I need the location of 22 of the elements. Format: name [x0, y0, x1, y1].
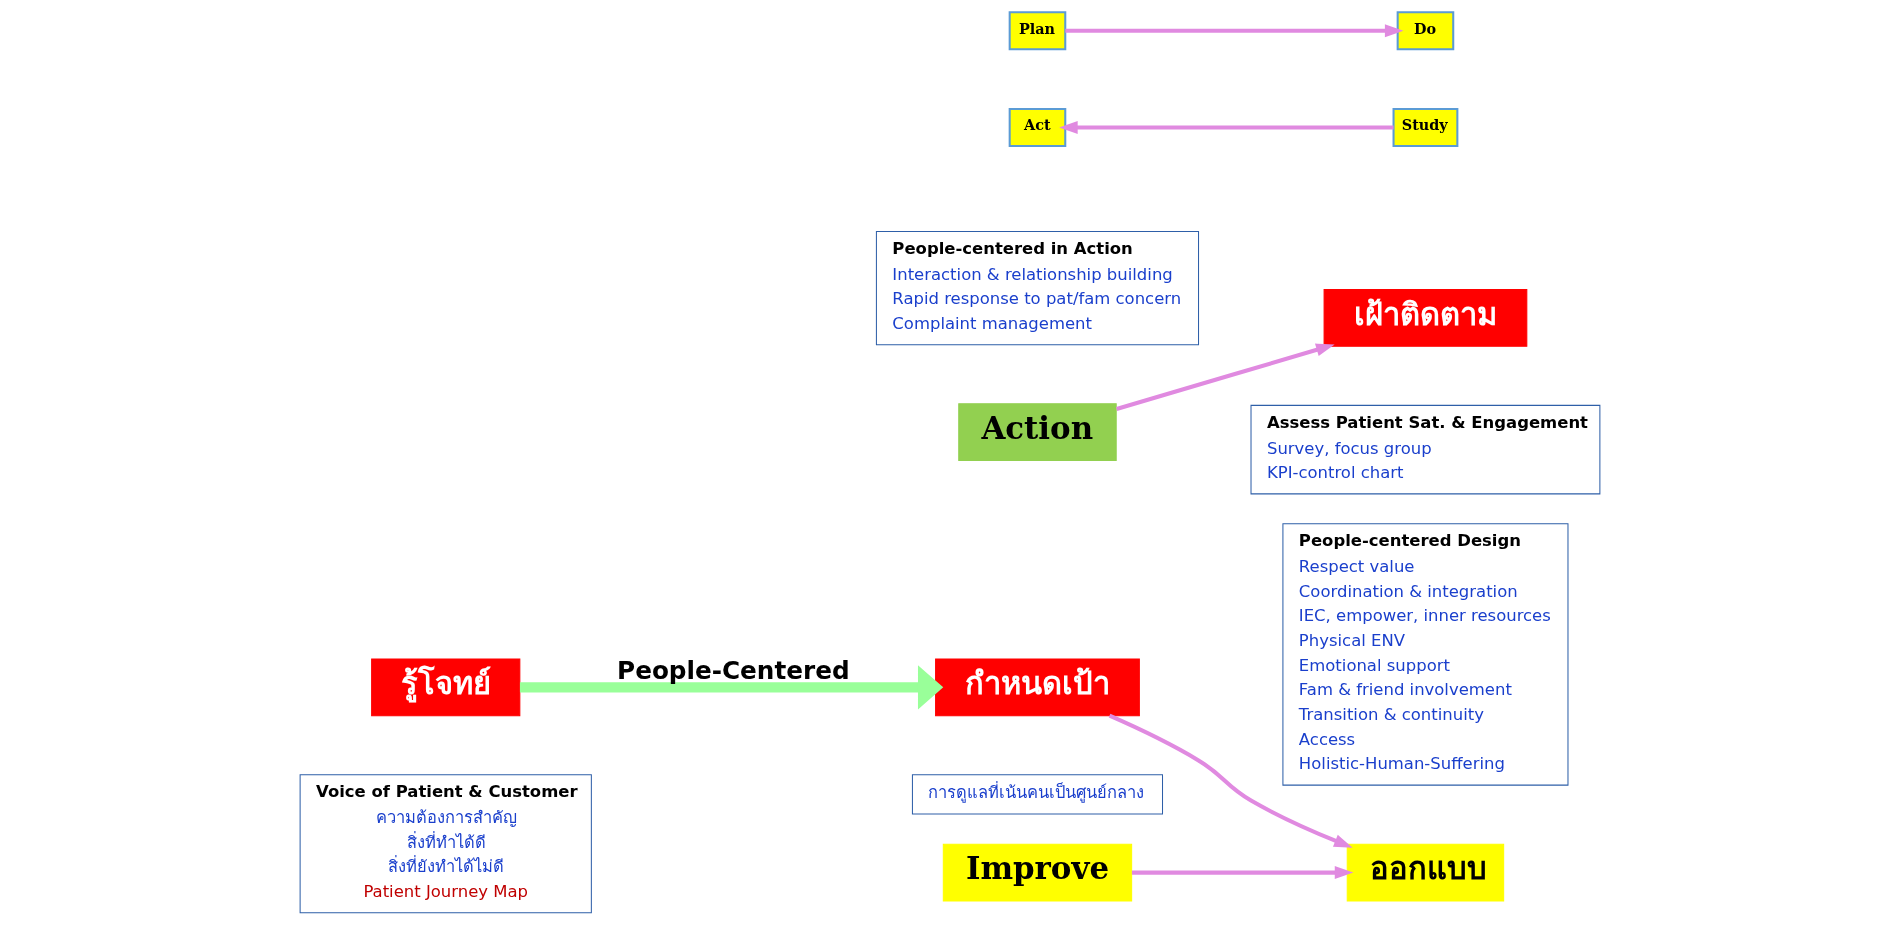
node-box: กำหนดเป้า — [935, 658, 1140, 717]
arrow — [1108, 713, 1353, 848]
node-box: People-centered in Action Interaction & relationship building Rapid response to pat/fam concern Complaint management — [875, 230, 1200, 346]
arrow — [519, 665, 944, 710]
node-box: Plan — [1008, 11, 1067, 51]
edge-label: People-Centered — [617, 656, 850, 686]
node-box: People-centered Design Respect value Coordination & integration IEC, empower, inner resources Physical ENV Emotional support Fam & friend involvement Transition & continuity Access Holistic-Human-Suffering — [1282, 523, 1569, 786]
node-box: Study — [1392, 107, 1459, 148]
node-box: เฝ้าติดตาม — [1323, 289, 1528, 347]
arrow — [1065, 24, 1404, 38]
arrow — [1059, 121, 1394, 135]
node-box: ออกแบบ — [1346, 843, 1505, 902]
arrow — [1131, 866, 1354, 880]
node-box: การดูแลที่เน้นคนเป็นศูนย์กลาง — [911, 774, 1164, 815]
node-box: Assess Patient Sat. & Engagement Survey, focus group KPI-control chart — [1250, 404, 1601, 495]
node-box: Action — [958, 403, 1117, 461]
node-box: รู้โจทย์ — [371, 658, 521, 717]
arrow — [1116, 343, 1335, 411]
node-box: Improve — [942, 843, 1133, 902]
node-box: Voice of Patient & Customer ความต้องการสำคัญ สิ่งที่ทำได้ดี สิ่งที่ยังทำได้ไม่ดี Patient Journey Map — [299, 774, 592, 914]
node-box: Act — [1008, 107, 1067, 148]
node-box: Do — [1396, 11, 1455, 51]
